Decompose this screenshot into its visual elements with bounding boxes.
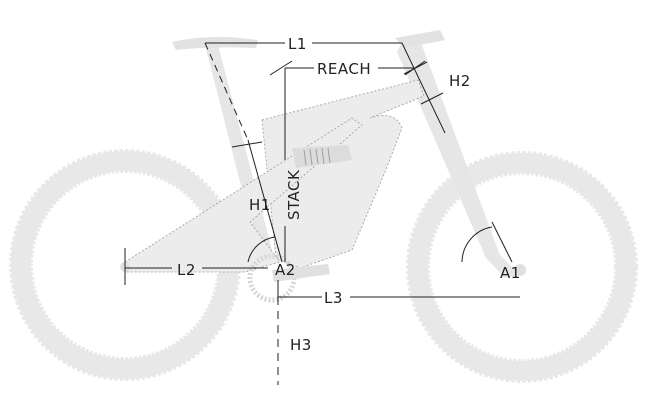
- crank-arm: [272, 264, 330, 282]
- handlebar: [395, 30, 445, 48]
- label-reach: REACH: [317, 60, 371, 78]
- label-l1: L1: [288, 35, 307, 53]
- h2-tick-bottom: [420, 92, 444, 105]
- a2-arc: [247, 236, 276, 263]
- h1-tick: [231, 141, 263, 148]
- dimension-lines: [124, 42, 520, 385]
- h2-tick-top: [403, 61, 428, 75]
- label-stack: STACK: [285, 169, 303, 220]
- a1-arc: [461, 226, 493, 263]
- front-triangle: [261, 79, 425, 269]
- front-hub: [514, 264, 526, 276]
- shock-spring: [303, 147, 331, 166]
- shock: [292, 145, 352, 168]
- a1-ray: [491, 221, 513, 263]
- label-a2: A2: [275, 261, 296, 279]
- bike-silhouette: [9, 30, 638, 383]
- label-h2: H2: [449, 72, 471, 90]
- seat-tube-dashed: [204, 42, 249, 141]
- fork: [397, 40, 520, 278]
- seat-tube-solid: [247, 139, 283, 263]
- label-a1: A1: [500, 264, 521, 282]
- head-tube-axis: [401, 42, 446, 134]
- label-l3: L3: [324, 289, 343, 307]
- label-l2: L2: [177, 261, 196, 279]
- label-h1: H1: [249, 196, 271, 214]
- dimension-labels: L1 REACH H2 STACK H1 L2 A2 A1 L3 H3: [177, 35, 521, 354]
- label-h3: H3: [290, 336, 312, 354]
- reach-tick-left: [269, 60, 293, 76]
- front-wheel: [406, 151, 638, 383]
